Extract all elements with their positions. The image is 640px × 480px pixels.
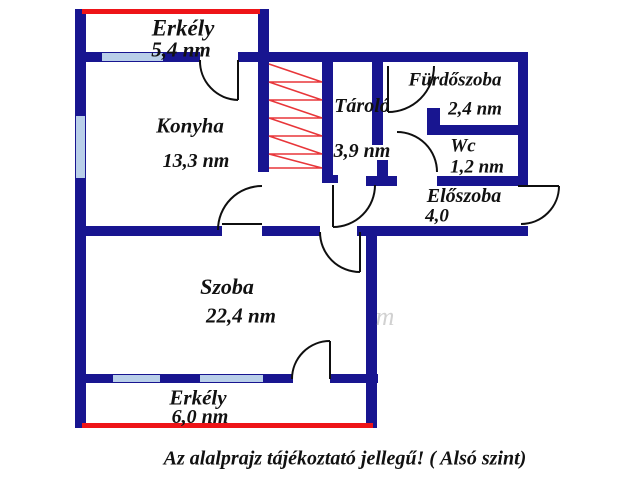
room-area-erkely-bottom: 6,0 nm — [171, 406, 229, 428]
stairs-icon — [268, 63, 323, 169]
doors — [198, 59, 560, 380]
windows — [76, 53, 263, 382]
door-arc — [319, 231, 361, 273]
room-label-erkely-bottom: Erkély — [169, 385, 227, 410]
room-label-erkely-top: Erkély — [151, 15, 215, 41]
door-arc — [520, 185, 560, 225]
room-area-furdoszoba: 2,4 nm — [448, 98, 502, 120]
room-area-szoba: 22,4 nm — [205, 303, 277, 328]
door-arc — [198, 59, 239, 101]
room-label-wc: Wc — [450, 135, 476, 157]
room-label-tarolo: Tároló — [334, 95, 390, 117]
wall-openings — [200, 51, 357, 384]
room-area-eloszoba: 4,0 — [425, 205, 449, 227]
room-area-erkely-top: 5,4 nm — [151, 37, 211, 62]
watermark-fragment: m — [375, 302, 395, 331]
plan-caption: Az alalprajz tájékoztató jellegű! ( Alsó… — [163, 447, 527, 470]
door-arc — [332, 184, 376, 228]
room-area-konyha: 13,3 nm — [162, 150, 230, 172]
door-arc — [291, 340, 331, 380]
room-area-wc: 1,2 nm — [450, 156, 504, 178]
room-label-konyha: Konyha — [156, 113, 224, 138]
door-arc — [387, 65, 435, 113]
door-arc — [396, 131, 438, 173]
balcony-edges — [82, 9, 373, 428]
room-label-furdoszoba: Fürdőszoba — [408, 69, 502, 91]
room-area-tarolo: 3,9 nm — [333, 140, 391, 162]
room-label-eloszoba: Előszoba — [426, 185, 502, 207]
room-label-szoba: Szoba — [200, 274, 254, 299]
door-arc — [217, 185, 263, 231]
